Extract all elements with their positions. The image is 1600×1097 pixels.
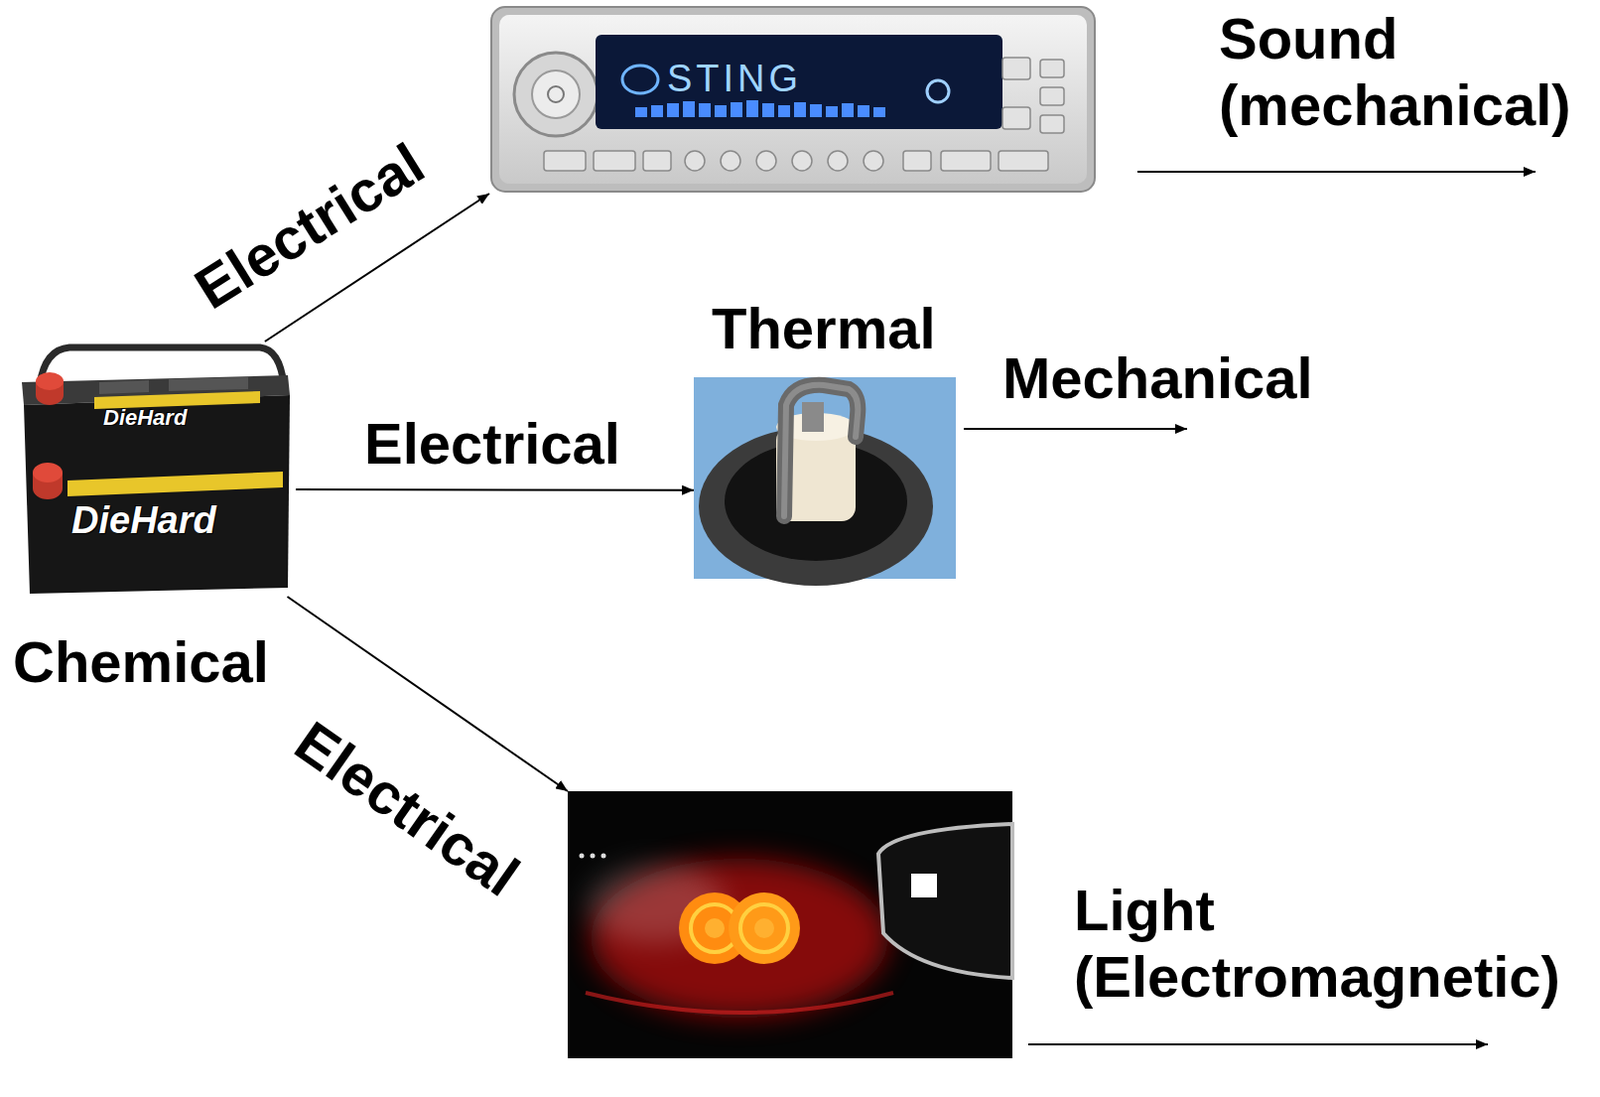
output-arrow: [963, 427, 1188, 430]
tail-light: [567, 791, 1013, 1059]
energy-label: Thermal: [711, 295, 936, 363]
energy-device: Chemical: [14, 341, 296, 597]
energy-label: Mechanical: [1002, 345, 1314, 412]
energy-label: Sound (mechanical): [1218, 5, 1589, 138]
car-stereo: [491, 6, 1095, 192]
edge-label: Electrical: [183, 130, 436, 322]
energy-label: Chemical: [12, 629, 269, 696]
edge-label: Electrical: [282, 708, 532, 911]
spark-plug: [693, 377, 956, 586]
output-arrow: [1028, 1043, 1488, 1046]
display-text: STING: [666, 57, 802, 102]
car-battery: [21, 347, 290, 594]
brand-text: DieHard: [71, 499, 217, 543]
energy-device: Thermal: [693, 377, 956, 579]
edge-label: Electrical: [364, 410, 621, 478]
energy-label: Light (Electromagnetic): [1073, 877, 1599, 1010]
output-arrow: [1137, 170, 1536, 173]
brand-text: DieHard: [103, 404, 187, 430]
energy-arrow: [295, 488, 694, 492]
energy-device: [567, 791, 1013, 1059]
